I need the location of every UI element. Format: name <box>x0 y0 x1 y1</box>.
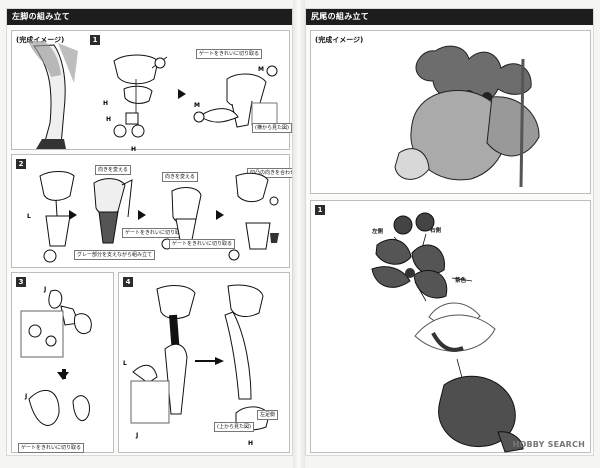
step-1-assembled-part: M M <box>193 65 278 128</box>
step-1-panel: (完成イメージ) 1 H H H ゲートをきれいに切り取る <box>11 30 292 153</box>
svg-text:J: J <box>135 432 138 439</box>
step-2-arrow-2 <box>138 210 146 220</box>
step-2-final-parts <box>228 172 279 261</box>
step-3-down-arrow <box>57 372 69 380</box>
left-side-label: 左側 <box>372 229 384 235</box>
step-3-panel: 3 J J ゲートをきれいに切り取る <box>11 272 114 453</box>
svg-text:H: H <box>106 116 111 123</box>
right-side-label: 右側 <box>430 228 442 234</box>
step-2-left-parts: L <box>27 171 75 263</box>
top-view-note: (上から見た図) <box>214 422 254 432</box>
gate-clean-note-4: ゲートをきれいに切り取る <box>18 443 85 453</box>
step-1-parts-exploded: H H H <box>103 54 168 153</box>
svg-text:H: H <box>131 146 136 153</box>
brown-label: 茶色 <box>455 278 467 284</box>
svg-text:L: L <box>27 213 31 220</box>
step-4-leg-assembly: L J H <box>123 284 270 447</box>
step-1-arrow <box>178 89 186 99</box>
step-3-assembly-illustration: J J <box>20 286 92 426</box>
tail-step-1-number: 1 <box>315 205 325 215</box>
watermark: HOBBY SEARCH <box>512 440 585 449</box>
rotated-assembly-part <box>161 187 202 250</box>
left-page-left-leg-assembly: 左脚の組み立て (完成イメージ) 1 H H H <box>6 8 293 456</box>
svg-text:J: J <box>43 286 46 293</box>
svg-text:H: H <box>248 440 253 447</box>
step-2-number: 2 <box>16 159 26 169</box>
svg-text:L: L <box>123 360 127 367</box>
book-gutter <box>293 0 305 468</box>
right-page-tail-assembly: 尻尾の組み立て (完成イメージ) 1 左側 右側 茶色 <box>305 8 594 456</box>
left-foot-note: 左足側 <box>257 410 279 420</box>
change-direction-note-2: 向きを変える <box>162 172 198 182</box>
left-page-header: 左脚の組み立て <box>7 9 292 25</box>
svg-text:M: M <box>258 66 264 73</box>
step-1-number: 1 <box>90 35 100 45</box>
completed-tail-illustration <box>394 45 540 188</box>
step-4-panel: 4 L J H (上から見た図) 左足側 <box>118 272 290 453</box>
gate-clean-note-3: ゲートをきれいに切り取る <box>169 239 236 249</box>
side-view-note: (横から見た図) <box>252 123 292 133</box>
gray-supported-part <box>93 178 133 244</box>
svg-text:M: M <box>194 102 200 109</box>
right-page-header: 尻尾の組み立て <box>306 9 593 25</box>
step-3-number: 3 <box>16 277 26 287</box>
completed-leg-illustration <box>28 41 78 149</box>
svg-text:J: J <box>24 393 27 400</box>
change-direction-note-1: 向きを変える <box>95 165 131 175</box>
left-completed-label: (完成イメージ) <box>16 36 65 44</box>
tail-step-1-exploded-view <box>371 212 524 453</box>
step-2-arrow-1 <box>69 210 77 220</box>
step-1-gate-note: ゲートをきれいに切り取る <box>196 49 263 59</box>
svg-text:H: H <box>103 100 108 107</box>
step-4-number: 4 <box>123 277 133 287</box>
step-2-arrow-3 <box>216 210 224 220</box>
tail-completed-panel: (完成イメージ) <box>310 30 591 194</box>
right-completed-label: (完成イメージ) <box>315 36 364 44</box>
step-2-panel: 2 L 向きを変える ゲートをきれいに切り取る グレー部分を支えながら組み立て … <box>11 154 292 268</box>
tail-step-1-panel: 1 左側 右側 茶色 <box>310 200 591 453</box>
gray-support-note: グレー部分を支えながら組み立て <box>74 250 156 260</box>
